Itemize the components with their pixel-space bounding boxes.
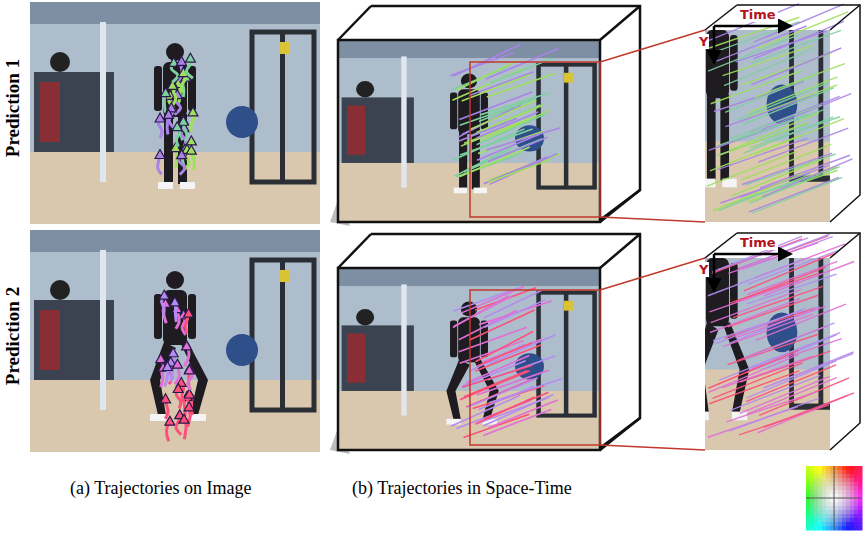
zoom-volume [578,184,860,459]
axis-label: Y [698,34,709,49]
axis-label: Y [698,262,709,277]
space-time-volume [330,6,705,226]
row-label: Prediction 1 [2,48,24,168]
subfigure-caption: (b) Trajectories in Space-Time [352,478,572,499]
zoom-volume [578,0,860,231]
row-label: Prediction 2 [2,276,24,396]
image-panel [30,230,320,452]
space-time-volume [330,234,705,454]
image-panel [30,2,320,224]
axis-label: Time [738,7,778,22]
color-wheel [806,466,863,531]
subfigure-caption: (a) Trajectories on Image [70,478,251,499]
axis-label: Time [738,235,778,250]
